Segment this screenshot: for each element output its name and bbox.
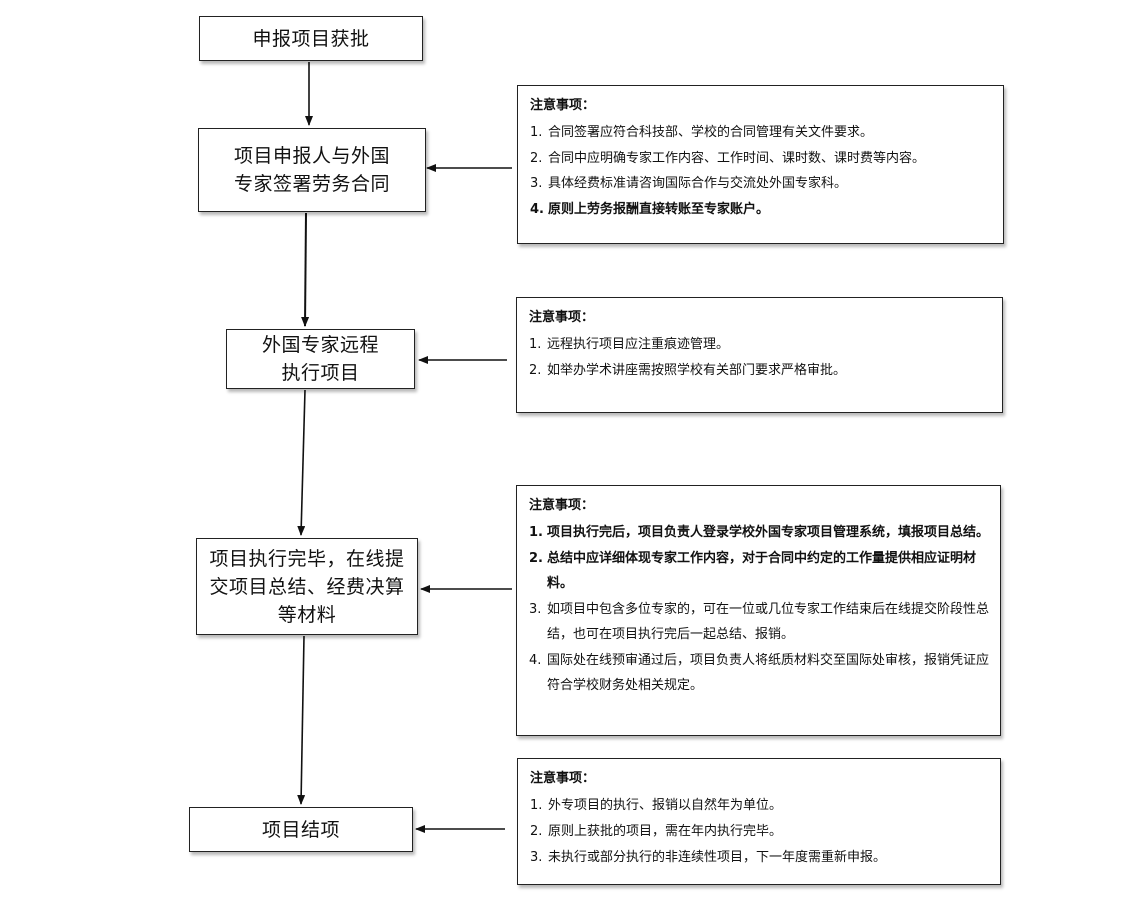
note-item-number: 4.	[530, 201, 544, 217]
step-project-approved: 申报项目获批	[199, 16, 423, 61]
note-item: 3. 未执行或部分执行的非连续性项目，下一年度需重新申报。	[530, 845, 990, 871]
note-item-number: 1.	[530, 125, 543, 140]
note-item: 2. 原则上获批的项目，需在年内执行完毕。	[530, 819, 990, 845]
note-item: 2. 合同中应明确专家工作内容、工作时间、课时数、课时费等内容。	[530, 146, 993, 172]
note-item-text: 远程执行项目应注重痕迹管理。	[547, 337, 730, 352]
note-title: 注意事项：	[530, 98, 596, 113]
note-item: 1. 远程执行项目应注重痕迹管理。	[529, 332, 992, 358]
note-list: 1. 远程执行项目应注重痕迹管理。 2. 如举办学术讲座需按照学校有关部门要求严格审…	[529, 332, 992, 383]
step-label: 项目申报人与外国	[233, 145, 390, 167]
note-item: 2.总结中应详细体现专家工作内容，对于合同中约定的工作量提供相应证明材料。	[529, 546, 990, 597]
note-item-number: 2.	[529, 362, 542, 378]
step-label: 项目结项	[261, 818, 340, 841]
note-item-number: 2.	[529, 550, 543, 566]
note-item-text: 外专项目的执行、报销以自然年为单位。	[548, 798, 783, 813]
arrow-remote-to-submit	[297, 389, 306, 536]
note-list: 1. 外专项目的执行、报销以自然年为单位。 2. 原则上获批的项目，需在年内执行完毕…	[530, 793, 990, 871]
note-item-text: 未执行或部分执行的非连续性项目，下一年度需重新申报。	[548, 850, 887, 865]
step-label: 交项目总结、经费决算	[209, 575, 405, 598]
note-item: 4.原则上劳务报酬直接转账至专家账户。	[530, 197, 993, 223]
step-label: 外国专家远程	[261, 334, 379, 356]
step-sign-contract: 项目申报人与外国 专家签署劳务合同	[198, 128, 426, 212]
note-item-text: 如项目中包含多位专家的，可在一位或几位专家工作结束后在线提交阶段性总结，也可在项…	[547, 601, 990, 643]
note-item-number: 3.	[530, 850, 543, 865]
step-label: 执行项目	[281, 362, 360, 384]
note-item-number: 2.	[530, 150, 543, 166]
note-title: 注意事项：	[529, 498, 595, 513]
note-item: 3. 具体经费标准请咨询国际合作与交流处外国专家科。	[530, 171, 993, 197]
note-title: 注意事项：	[530, 771, 596, 786]
step-label: 项目执行完毕，在线提	[209, 547, 405, 570]
note-item-text: 原则上获批的项目，需在年内执行完毕。	[548, 824, 783, 839]
step-label: 专家签署劳务合同	[233, 173, 390, 195]
note-item: 4. 国际处在线预审通过后，项目负责人将纸质材料交至国际处审核，报销凭证应符合学校…	[529, 648, 990, 699]
note-item-text: 合同签署应符合科技部、学校的合同管理有关文件要求。	[548, 125, 874, 140]
note-item: 2. 如举办学术讲座需按照学校有关部门要求严格审批。	[529, 358, 992, 384]
note-summary-submission: 注意事项： 1. 项目执行完后，项目负责人登录学校外国专家项目管理系统，填报项目总…	[516, 485, 1001, 736]
note-item-number: 3.	[530, 176, 543, 191]
note-item-number: 4.	[529, 652, 542, 668]
note-item-text: 合同中应明确专家工作内容、工作时间、课时数、课时费等内容。	[548, 150, 926, 166]
step-remote-execution: 外国专家远程 执行项目	[226, 329, 415, 389]
step-project-closure: 项目结项	[189, 807, 413, 852]
note-title: 注意事项：	[529, 310, 595, 325]
note-item-number: 1.	[530, 798, 543, 813]
note-item-text: 具体经费标准请咨询国际合作与交流处外国专家科。	[548, 176, 848, 191]
step-submit-summary: 项目执行完毕，在线提 交项目总结、经费决算 等材料	[196, 538, 418, 635]
note-contract: 注意事项： 1. 合同签署应符合科技部、学校的合同管理有关文件要求。 2. 合同中应…	[517, 85, 1004, 244]
step-label: 申报项目获批	[252, 27, 370, 50]
note-item-text: 国际处在线预审通过后，项目负责人将纸质材料交至国际处审核，报销凭证应符合学校财务…	[547, 652, 990, 694]
note-item-text: 如举办学术讲座需按照学校有关部门要求严格审批。	[547, 362, 847, 378]
arrow-submit-to-closure	[297, 635, 306, 805]
note-item-text: 项目执行完后，项目负责人登录学校外国专家项目管理系统，填报项目总结。	[547, 525, 990, 540]
note-item: 1. 外专项目的执行、报销以自然年为单位。	[530, 793, 990, 819]
note-remote-execution: 注意事项： 1. 远程执行项目应注重痕迹管理。 2. 如举办学术讲座需按照学校有关部…	[516, 297, 1003, 413]
note-list: 1. 合同签署应符合科技部、学校的合同管理有关文件要求。 2. 合同中应明确专家工作…	[530, 120, 993, 222]
note-item-text: 原则上劳务报酬直接转账至专家账户。	[548, 201, 770, 217]
note-item-number: 1.	[529, 337, 542, 352]
note-item-number: 2.	[530, 824, 543, 839]
note-item: 3. 如项目中包含多位专家的，可在一位或几位专家工作结束后在线提交阶段性总结，也可…	[529, 597, 990, 648]
note-item-number: 3.	[529, 601, 542, 617]
note-list: 1. 项目执行完后，项目负责人登录学校外国专家项目管理系统，填报项目总结。 2.总…	[529, 520, 990, 699]
step-label: 等材料	[277, 603, 337, 626]
note-project-closure: 注意事项： 1. 外专项目的执行、报销以自然年为单位。 2. 原则上获批的项目，需在…	[517, 758, 1001, 885]
note-item: 1. 项目执行完后，项目负责人登录学校外国专家项目管理系统，填报项目总结。	[529, 520, 990, 546]
note-item: 1. 合同签署应符合科技部、学校的合同管理有关文件要求。	[530, 120, 993, 146]
arrow-contract-to-remote	[301, 212, 310, 327]
note-item-number: 1.	[529, 525, 543, 540]
note-item-text: 总结中应详细体现专家工作内容，对于合同中约定的工作量提供相应证明材料。	[547, 550, 977, 592]
